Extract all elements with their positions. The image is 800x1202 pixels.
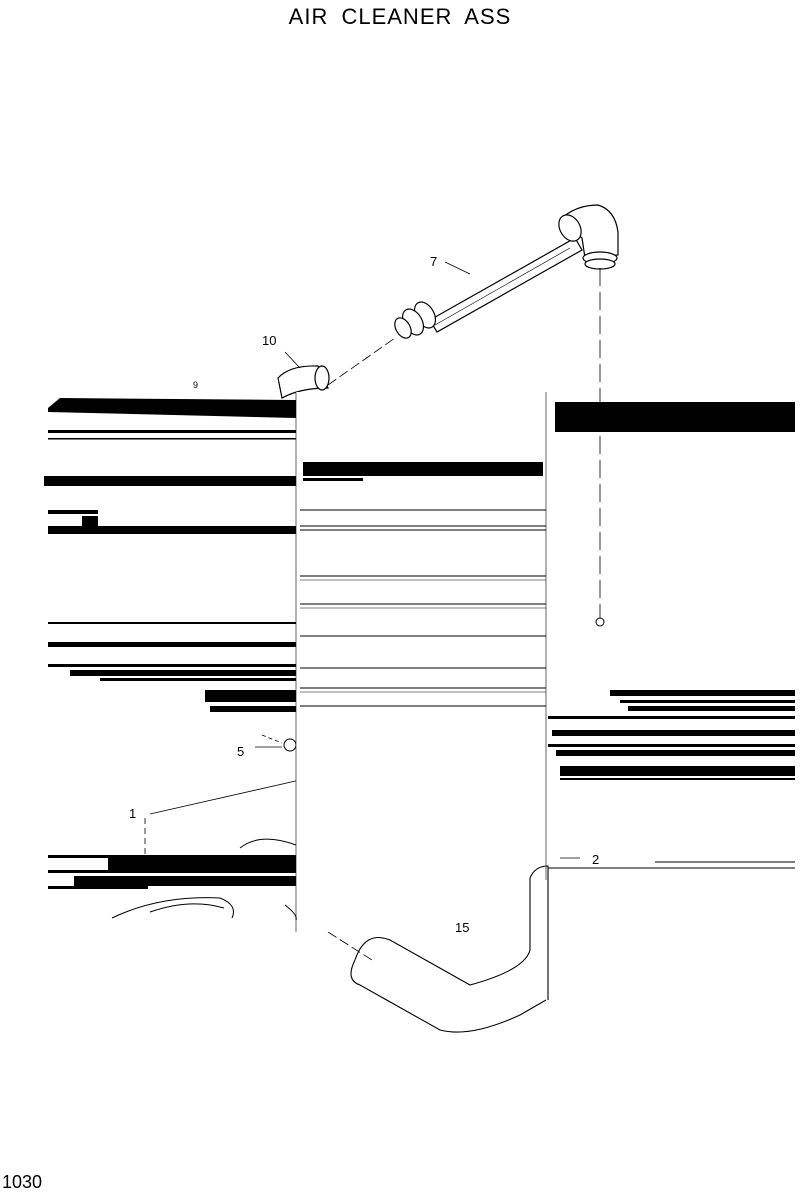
- part-10-hose: [277, 365, 330, 399]
- right-band-block: [548, 690, 795, 780]
- page-number: 1030: [2, 1172, 43, 1192]
- page-title: AIR CLEANER ASS: [288, 4, 512, 29]
- callout-7: 7: [430, 254, 437, 269]
- leader-lines: [144, 261, 601, 961]
- callout-10: 10: [262, 333, 276, 348]
- callout-15: 15: [455, 920, 469, 935]
- callout-2: 2: [592, 852, 599, 867]
- right-band-upper: [555, 402, 795, 432]
- air-cleaner-body: [295, 392, 547, 932]
- callout-1: 1: [129, 806, 136, 821]
- callout-5: 5: [237, 744, 244, 759]
- lower-left-housing: [111, 838, 297, 921]
- part-7-intake-pipe: [394, 204, 619, 339]
- callout-labels: 7 10 9 5 1 2 15: [129, 254, 599, 935]
- part-15-outlet-hose: [350, 861, 795, 1033]
- left-band-block: [44, 398, 296, 889]
- callout-9: 9: [193, 380, 198, 390]
